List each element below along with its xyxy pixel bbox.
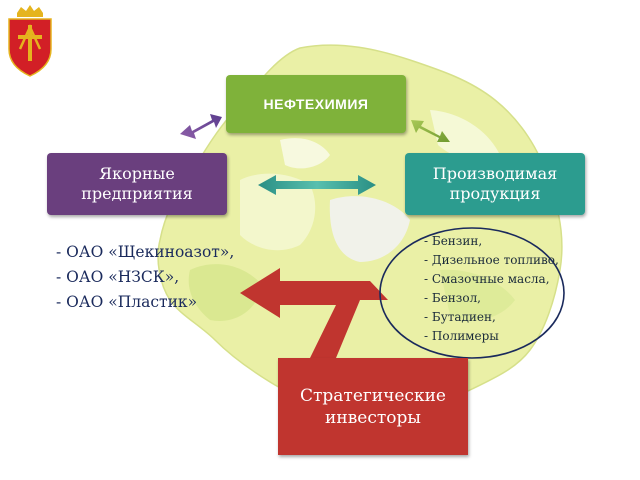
product-item: Полимеры xyxy=(424,327,559,346)
products-box: Производимая продукция xyxy=(405,153,585,215)
product-item: Смазочные масла, xyxy=(424,270,559,289)
purple-arrow xyxy=(180,114,222,139)
region-map-district xyxy=(430,110,500,161)
petrochemistry-box: НЕФТЕХИМИЯ xyxy=(226,75,406,133)
product-item: Бензин, xyxy=(424,232,559,251)
strategic-investors-box: Стратегические инвесторы xyxy=(278,358,468,455)
products-label: Производимая продукция xyxy=(432,164,558,203)
ellipse-highlight xyxy=(379,227,565,359)
company-item: ОАО «НЗСК», xyxy=(56,265,234,290)
emblem-icon xyxy=(1,1,59,79)
product-list: Бензин, Дизельное топливо, Смазочные мас… xyxy=(424,232,559,346)
company-item: ОАО «Щекиноазот», xyxy=(56,240,234,265)
teal-double-arrow xyxy=(258,175,376,195)
anchor-enterprises-box: Якорные предприятия xyxy=(47,153,227,215)
region-map-district xyxy=(329,196,410,262)
red-arrow xyxy=(240,268,388,358)
petrochemistry-label: НЕФТЕХИМИЯ xyxy=(263,96,369,112)
company-item: ОАО «Пластик» xyxy=(56,290,234,315)
green-arrow xyxy=(411,120,450,142)
strategic-investors-label: Стратегические инвесторы xyxy=(300,385,446,428)
anchor-enterprises-label: Якорные предприятия xyxy=(81,164,193,203)
region-map-district xyxy=(280,138,330,169)
product-item: Дизельное топливо, xyxy=(424,251,559,270)
product-item: Бензол, xyxy=(424,289,559,308)
region-map-district xyxy=(240,173,316,251)
product-item: Бутадиен, xyxy=(424,308,559,327)
company-list: ОАО «Щекиноазот», ОАО «НЗСК», ОАО «Пласт… xyxy=(56,240,234,315)
